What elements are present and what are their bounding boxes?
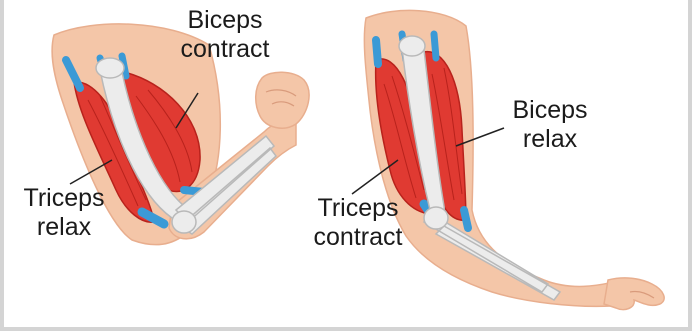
label-triceps-contract: Triceps contract (294, 194, 422, 252)
extended-tendon-shoulder-3 (434, 34, 436, 58)
label-biceps-relax: Biceps relax (500, 96, 600, 154)
extended-arm (364, 10, 664, 309)
flexed-arm-fist (256, 72, 309, 128)
label-biceps-contract: Biceps contract (166, 6, 284, 64)
arm-muscles-illustration (4, 0, 688, 327)
extended-arm-hand (604, 278, 664, 310)
extended-tendon-elbow-2 (464, 210, 468, 228)
extended-tendon-shoulder-1 (376, 40, 378, 64)
label-triceps-relax: Triceps relax (10, 184, 118, 242)
